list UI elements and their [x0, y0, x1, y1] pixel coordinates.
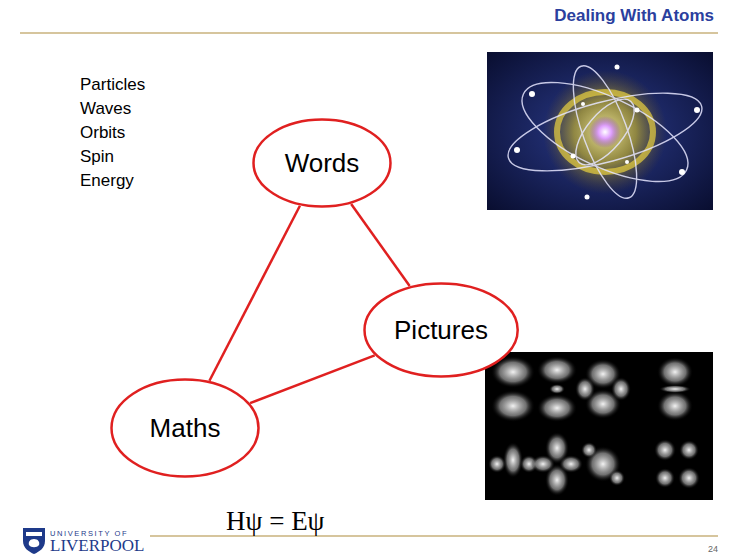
atom-illustration [487, 52, 713, 210]
logo-name: LIVERPOOL [50, 536, 144, 556]
keyword-item: Spin [80, 147, 114, 167]
node-label: Words [285, 148, 360, 179]
connector-line [351, 204, 410, 286]
keyword-item: Waves [80, 99, 131, 119]
connector-line [250, 355, 375, 403]
node-label: Pictures [394, 315, 488, 346]
connector-line [209, 206, 299, 381]
ellipse-node: Pictures [363, 282, 519, 378]
node-label: Maths [150, 413, 221, 444]
schrodinger-equation: Hψ = Eψ [226, 506, 325, 537]
orbitals-illustration [485, 352, 713, 500]
page-number: 24 [708, 544, 718, 554]
ellipse-node: Words [252, 118, 392, 208]
ellipse-node: Maths [110, 378, 260, 478]
university-crest [22, 527, 46, 555]
keyword-item: Energy [80, 171, 134, 191]
slide-title: Dealing With Atoms [554, 6, 714, 26]
keyword-item: Orbits [80, 123, 125, 143]
keyword-item: Particles [80, 75, 145, 95]
header-rule [20, 32, 718, 34]
